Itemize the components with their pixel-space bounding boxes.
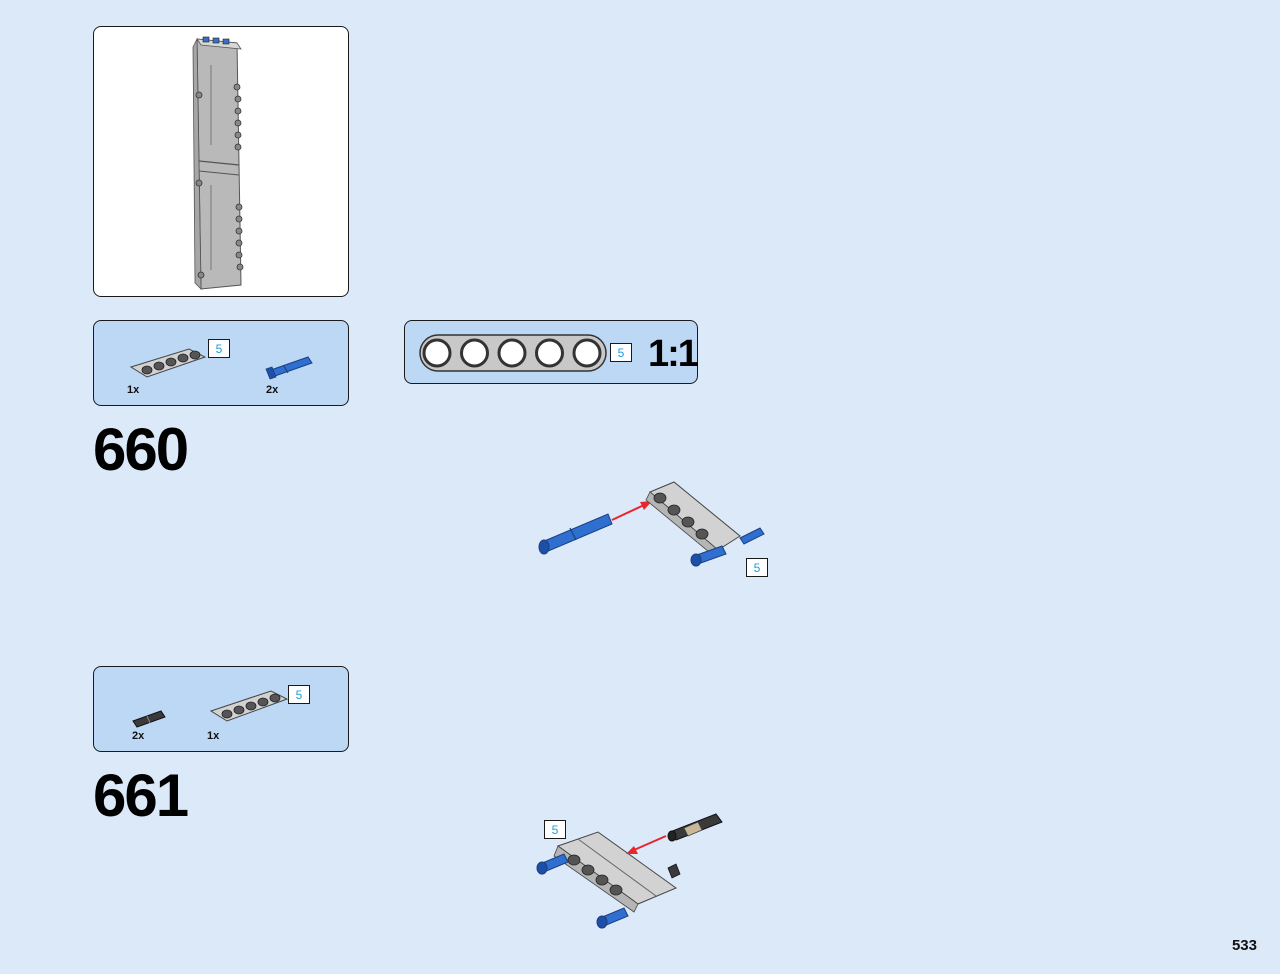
part-quantity: 2x [266, 384, 279, 396]
black-pin-icon [132, 710, 166, 728]
beam-5-icon [209, 690, 289, 722]
parts-list-step-661: 2x 5 1x [93, 666, 349, 752]
beam-5-icon [129, 348, 207, 378]
beam-hole [460, 338, 489, 368]
scale-ratio: 1:1 [648, 333, 699, 375]
beam-hole [497, 338, 527, 368]
beam-length-callout: 5 [544, 820, 566, 839]
step-number: 661 [93, 762, 189, 829]
step-661-assembly-icon [536, 813, 723, 929]
beam-5-actual-size-icon [419, 334, 607, 372]
scale-reference-box: 5 1:1 [404, 320, 699, 384]
beam-hole [535, 338, 564, 368]
blue-axle-pin-icon [538, 513, 613, 555]
blue-axle-pin-icon [265, 356, 313, 380]
part-quantity: 2x [132, 730, 145, 742]
beam-length-label: 5 [288, 685, 310, 704]
beam-5-icon [553, 831, 678, 913]
beam-length-label: 5 [610, 343, 632, 362]
assembly-preview [93, 26, 349, 297]
beam-length-callout: 5 [746, 558, 768, 577]
beam-hole [422, 338, 452, 368]
parts-list-step-660: 5 1x 2x [93, 320, 349, 406]
assembled-panel-icon [192, 36, 244, 290]
step-660-assembly-icon [538, 481, 765, 567]
part-quantity: 1x [207, 730, 220, 742]
black-pin-icon [667, 813, 723, 842]
beam-length-label: 5 [208, 339, 230, 358]
step-number: 660 [93, 416, 189, 483]
beam-hole [572, 338, 602, 368]
beam-5-icon [645, 481, 741, 557]
page-number: 533 [1231, 937, 1257, 954]
part-quantity: 1x [127, 384, 140, 396]
